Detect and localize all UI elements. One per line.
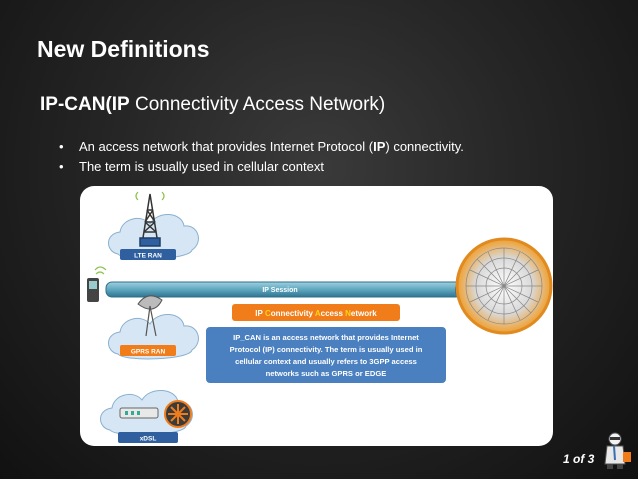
bullet-text: The term is usually used in cellular con… xyxy=(79,159,324,174)
ip-session-label: IP Session xyxy=(262,287,297,294)
gprs-ran-label-bg xyxy=(120,345,176,356)
lte-ran-label-bg xyxy=(120,249,176,260)
slide-title: New Definitions xyxy=(37,36,210,62)
bullet-item: An access network that provides Internet… xyxy=(59,139,464,159)
gprs-ran-label: GPRS RAN xyxy=(131,349,166,356)
description-line: cellular context and usually refers to 3… xyxy=(235,357,417,366)
diagram-panel: LTE RAN IP Session xyxy=(80,186,553,446)
slide-subtitle: IP-CAN(IP Connectivity Access Network) xyxy=(40,94,385,116)
modem-icon xyxy=(119,407,159,419)
lte-ran-cloud: LTE RAN xyxy=(108,214,199,260)
subtitle-expansion: Connectivity Access Network) xyxy=(129,94,386,115)
internet-globe-icon xyxy=(455,237,553,335)
ipcan-description-box: IP_CAN is an access network that provide… xyxy=(206,327,446,383)
ipcan-banner-text: IP Connectivity Access Network xyxy=(255,309,377,318)
description-line: IP_CAN is an access network that provide… xyxy=(233,333,419,342)
gprs-ran-cloud: GPRS RAN xyxy=(108,314,199,360)
mascot-illustration-icon xyxy=(604,432,631,469)
ipcan-banner: IP Connectivity Access Network xyxy=(232,304,400,321)
subtitle-abbreviation: IP-CAN(IP xyxy=(40,94,130,115)
ip-can-diagram: LTE RAN IP Session xyxy=(87,191,553,443)
lte-tower-icon xyxy=(135,191,165,247)
ip-session-tube: IP Session xyxy=(105,281,463,298)
bullet-bold-text: IP xyxy=(373,139,386,154)
page-indicator: 1 of 3 xyxy=(563,452,595,466)
router-icon xyxy=(164,400,192,428)
bullet-list: An access network that provides Internet… xyxy=(59,139,464,179)
xdsl-label-bg xyxy=(118,432,178,443)
satellite-dish-icon xyxy=(137,295,163,337)
description-line: networks such as GPRS or EDGE xyxy=(266,369,387,378)
xdsl-label: xDSL xyxy=(140,436,157,443)
mobile-phone-icon xyxy=(87,266,107,302)
bullet-item: The term is usually used in cellular con… xyxy=(59,159,464,179)
description-line: Protocol (IP) connectivity. The term is … xyxy=(230,345,423,354)
lte-ran-label: LTE RAN xyxy=(134,253,162,260)
bullet-text: ) connectivity. xyxy=(385,139,464,154)
bullet-text: An access network that provides Internet… xyxy=(79,139,374,154)
